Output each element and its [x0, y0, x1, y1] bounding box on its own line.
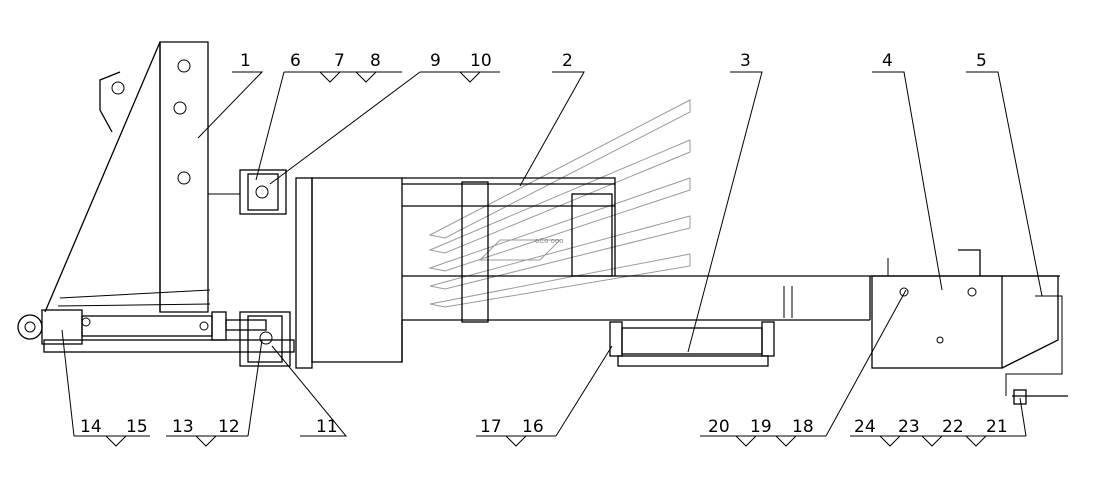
watermark-logo: oCo ooo: [428, 99, 691, 308]
hydraulic-cylinder: [17, 309, 295, 353]
callout-2: 2: [562, 51, 573, 71]
callout-15: 15: [126, 417, 148, 437]
lower-pivot-block: [239, 311, 291, 367]
callout-10: 10: [470, 51, 492, 71]
callout-3: 3: [740, 51, 751, 71]
callout-11: 11: [316, 417, 338, 437]
callout-12: 12: [218, 417, 240, 437]
top-leaders: [197, 71, 1043, 353]
callout-21: 21: [986, 417, 1008, 437]
callout-5: 5: [976, 51, 987, 71]
callout-8: 8: [370, 51, 381, 71]
upper-pivot-block: [208, 169, 287, 215]
callout-1: 1: [240, 51, 251, 71]
callout-14: 14: [80, 417, 102, 437]
top-callouts: 1 6 7 8 9 10 2 3 4 5: [240, 51, 987, 71]
bottom-callouts: 14 15 13 12 11 17 16 20 19 18 24 23 22 2…: [80, 417, 1008, 437]
lower-subframe: [609, 321, 775, 367]
callout-18: 18: [792, 417, 814, 437]
callout-19: 19: [750, 417, 772, 437]
callout-16: 16: [522, 417, 544, 437]
callout-24: 24: [854, 417, 876, 437]
callout-6: 6: [290, 51, 301, 71]
watermark-text: oCo ooo: [535, 237, 564, 245]
callout-22: 22: [942, 417, 964, 437]
callout-7: 7: [334, 51, 345, 71]
callout-17: 17: [480, 417, 502, 437]
bottom-leaders: [61, 289, 1027, 447]
callout-9: 9: [430, 51, 441, 71]
callout-20: 20: [708, 417, 730, 437]
main-beam: [295, 177, 1060, 369]
callout-4: 4: [882, 51, 893, 71]
callout-23: 23: [898, 417, 920, 437]
callout-13: 13: [172, 417, 194, 437]
a-frame-bracket: [44, 41, 211, 313]
right-box: [871, 249, 1068, 405]
